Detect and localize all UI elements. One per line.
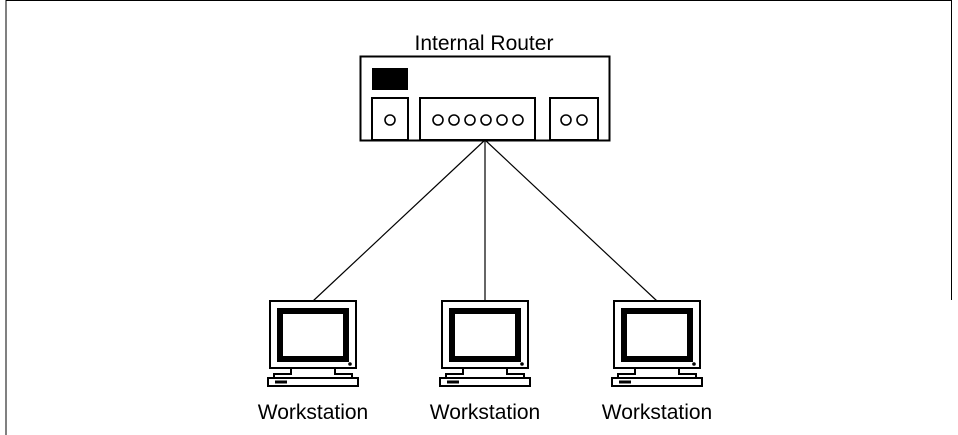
monitor-screen [449, 308, 521, 362]
monitor-screen [621, 308, 693, 362]
router-device [359, 55, 611, 142]
workstation-label: Workstation [602, 401, 713, 424]
power-led [520, 362, 524, 366]
power-led [348, 362, 352, 366]
monitor-stand [445, 367, 525, 379]
power-led [692, 362, 696, 366]
workstation-2: Workstation [430, 300, 541, 424]
router-label: Internal Router [415, 32, 554, 55]
monitor-stand [273, 367, 353, 379]
keyboard [611, 377, 703, 387]
router-port-row [432, 114, 524, 126]
monitor-screen [277, 308, 349, 362]
workstation-label: Workstation [430, 401, 541, 424]
monitor-stand [617, 367, 697, 379]
connection-line-left [312, 139, 486, 302]
keyboard [267, 377, 359, 387]
router-port [384, 114, 396, 126]
workstation-3: Workstation [602, 300, 713, 424]
keyboard [439, 377, 531, 387]
router-port-block-right [549, 97, 599, 141]
connections [312, 139, 658, 302]
router-display [372, 68, 408, 90]
router-port [560, 114, 572, 126]
workstation-1: Workstation [258, 300, 369, 424]
connection-line-right [484, 139, 658, 302]
router-port [576, 114, 588, 126]
workstation-label: Workstation [258, 401, 369, 424]
